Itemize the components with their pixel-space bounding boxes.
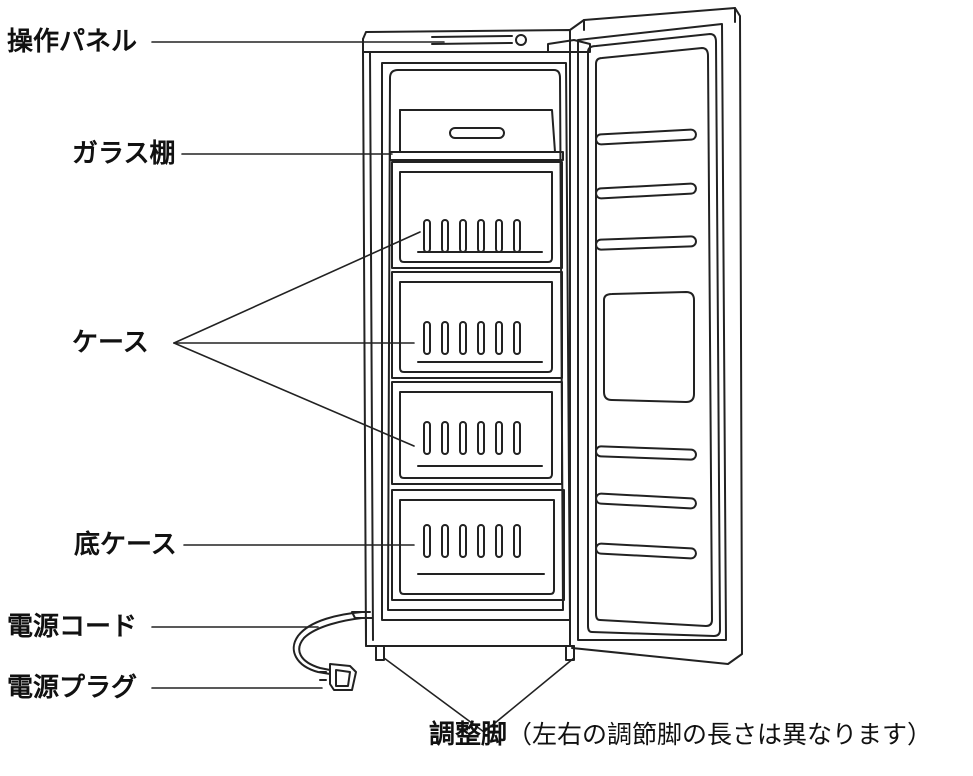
case-drawer-3 bbox=[391, 381, 563, 485]
leader-lines bbox=[151, 41, 575, 733]
glass-shelf-label: ガラス棚 bbox=[72, 139, 176, 169]
adjuster-feet-label: 調整脚（左右の調節脚の長さは異なります） bbox=[429, 722, 932, 748]
case-label: ケース bbox=[72, 328, 149, 358]
power-plug-label: 電源プラグ bbox=[7, 673, 138, 703]
case-drawer-1 bbox=[391, 161, 563, 269]
bottom-case-label: 底ケース bbox=[74, 530, 177, 560]
adjuster-feet bbox=[375, 645, 575, 661]
open-door bbox=[547, 7, 743, 665]
power-plug bbox=[319, 663, 357, 691]
control-panel-label: 操作パネル bbox=[7, 27, 138, 57]
power-cord bbox=[292, 611, 363, 675]
adjuster-feet-note: （左右の調節脚の長さは異なります） bbox=[507, 720, 933, 749]
power-cord-label: 電源コード bbox=[7, 612, 138, 642]
bottom-case-drawer bbox=[391, 489, 565, 601]
case-drawer-2 bbox=[391, 271, 563, 379]
adjuster-feet-title: 調整脚 bbox=[429, 720, 508, 750]
